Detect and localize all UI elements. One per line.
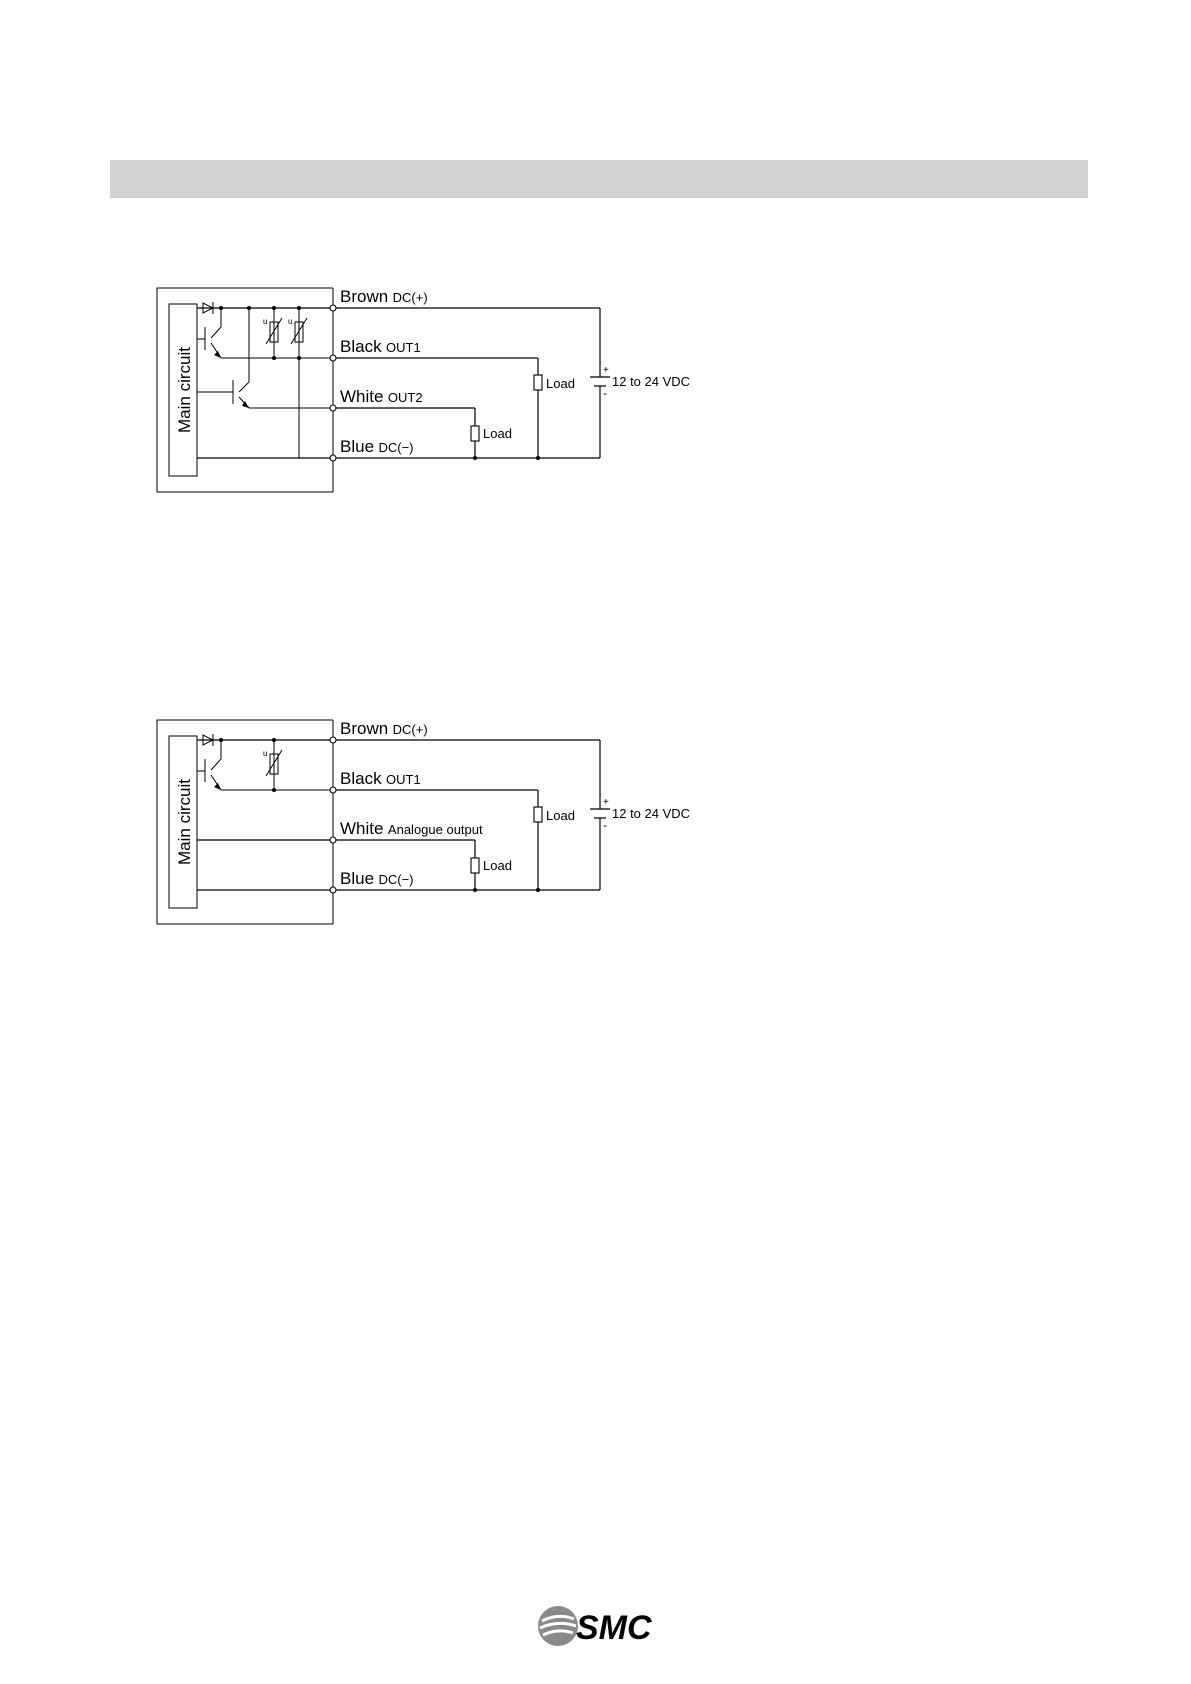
wire-signal-label: DC(−) bbox=[378, 872, 413, 887]
smc-logo-icon: SMC bbox=[536, 1603, 666, 1649]
plus-label: + bbox=[603, 797, 609, 808]
main-circuit-label: Main circuit bbox=[175, 347, 194, 433]
svg-text:Blue DC(−): Blue DC(−) bbox=[340, 437, 414, 456]
wire-color-label: Blue bbox=[340, 869, 374, 888]
load-resistor-icon bbox=[471, 858, 479, 873]
transistor-arrow-icon bbox=[214, 783, 221, 790]
svg-text:White Analogue output: White Analogue output bbox=[340, 819, 483, 838]
svg-text:White OUT2: White OUT2 bbox=[340, 387, 423, 406]
wire-color-label: Brown bbox=[340, 719, 388, 738]
transistor-arrow-icon bbox=[214, 351, 221, 358]
logo-text: SMC bbox=[576, 1609, 652, 1647]
wire-color-label: White bbox=[340, 387, 383, 406]
svg-text:u: u bbox=[263, 317, 267, 326]
supply-voltage-label: 12 to 24 VDC bbox=[612, 374, 690, 389]
svg-text:u: u bbox=[288, 317, 292, 326]
main-circuit-label: Main circuit bbox=[175, 779, 194, 865]
section-header-bar bbox=[110, 160, 1088, 198]
plus-label: + bbox=[603, 365, 609, 376]
wire-color-label: White bbox=[340, 819, 383, 838]
minus-label: - bbox=[603, 386, 607, 400]
load-resistor-icon bbox=[471, 426, 479, 441]
wire-color-label: Brown bbox=[340, 287, 388, 306]
load-label: Load bbox=[546, 808, 575, 823]
svg-text:Black OUT1: Black OUT1 bbox=[340, 769, 421, 788]
load-resistor-icon bbox=[534, 375, 542, 390]
load-label: Load bbox=[546, 376, 575, 391]
svg-text:Brown DC(+): Brown DC(+) bbox=[340, 719, 428, 738]
svg-text:u: u bbox=[263, 749, 267, 758]
minus-label: - bbox=[603, 818, 607, 832]
load-label: Load bbox=[483, 858, 512, 873]
wire-color-label: Black bbox=[340, 337, 382, 356]
wire-signal-label: Analogue output bbox=[388, 822, 483, 837]
load-resistor-icon bbox=[534, 807, 542, 822]
svg-text:Blue DC(−): Blue DC(−) bbox=[340, 869, 414, 888]
wire-signal-label: DC(−) bbox=[378, 440, 413, 455]
wire-signal-label: OUT2 bbox=[388, 390, 423, 405]
wire-signal-label: OUT1 bbox=[386, 772, 421, 787]
wiring-diagram-analogue-output: Main circuit u Load Load + - 12 to 24 VD… bbox=[150, 712, 710, 942]
wire-color-label: Blue bbox=[340, 437, 374, 456]
wire-signal-label: DC(+) bbox=[393, 722, 428, 737]
wire-signal-label: OUT1 bbox=[386, 340, 421, 355]
load-label: Load bbox=[483, 426, 512, 441]
svg-text:Brown DC(+): Brown DC(+) bbox=[340, 287, 428, 306]
wire-signal-label: DC(+) bbox=[393, 290, 428, 305]
supply-voltage-label: 12 to 24 VDC bbox=[612, 806, 690, 821]
wiring-diagram-two-outputs: Main circuit u u Load Load + - 1 bbox=[150, 280, 710, 510]
svg-text:Black OUT1: Black OUT1 bbox=[340, 337, 421, 356]
wire-color-label: Black bbox=[340, 769, 382, 788]
